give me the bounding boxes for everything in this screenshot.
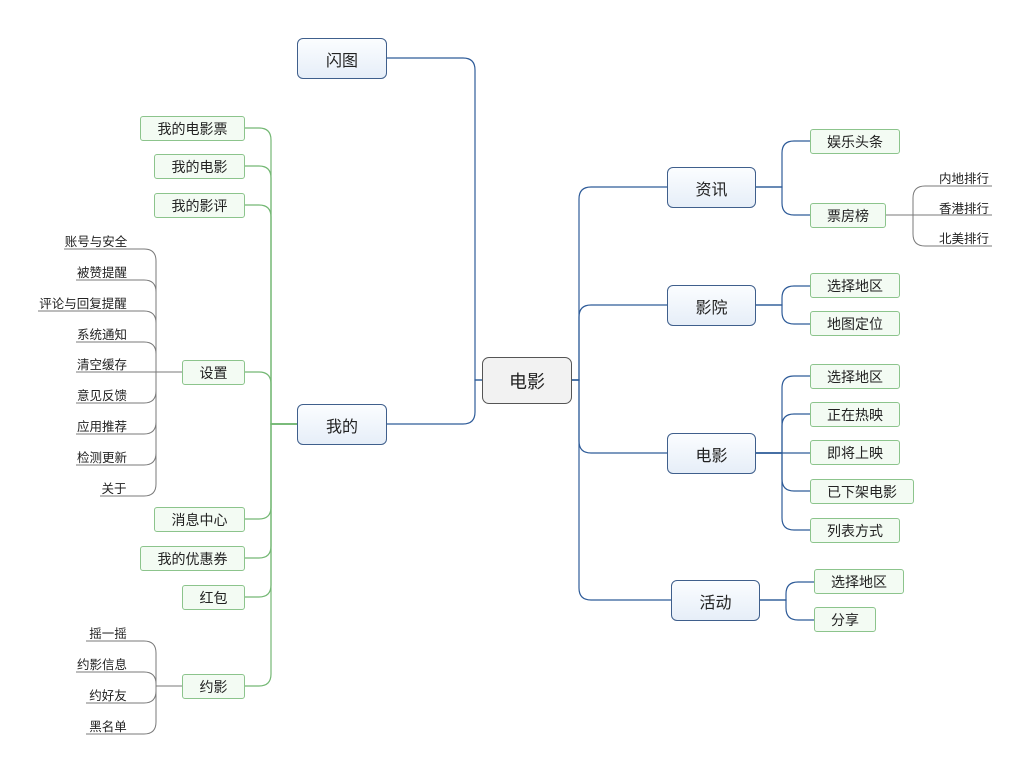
leaf-about[interactable]: 关于 xyxy=(101,481,127,496)
topic-wode[interactable]: 我的 xyxy=(297,404,387,445)
subtopic-yueying[interactable]: 约影 xyxy=(182,674,245,699)
subtopic-list-mode[interactable]: 列表方式 xyxy=(810,518,900,543)
subtopic-box-office[interactable]: 票房榜 xyxy=(810,203,886,228)
subtopic-coming-soon[interactable]: 即将上映 xyxy=(810,440,900,465)
leaf-shake[interactable]: 摇一摇 xyxy=(89,626,127,641)
leaf-mainland-ranking[interactable]: 内地排行 xyxy=(938,171,989,186)
leaf-blacklist[interactable]: 黑名单 xyxy=(89,719,127,734)
leaf-hongkong-ranking[interactable]: 香港排行 xyxy=(938,201,989,216)
leaf-check-update[interactable]: 检测更新 xyxy=(76,450,127,465)
leaf-invite-friend[interactable]: 约好友 xyxy=(89,688,127,703)
subtopic-settings[interactable]: 设置 xyxy=(182,360,245,385)
subtopic-entertainment-headlines[interactable]: 娱乐头条 xyxy=(810,129,900,154)
subtopic-my-movies[interactable]: 我的电影 xyxy=(154,154,245,179)
leaf-account-security[interactable]: 账号与安全 xyxy=(64,234,128,249)
subtopic-movie-select-region[interactable]: 选择地区 xyxy=(810,364,900,389)
topic-yingyuan[interactable]: 影院 xyxy=(667,285,756,326)
topic-huodong[interactable]: 活动 xyxy=(671,580,760,621)
subtopic-messages[interactable]: 消息中心 xyxy=(154,507,245,532)
subtopic-share[interactable]: 分享 xyxy=(814,607,876,632)
topic-dianying[interactable]: 电影 xyxy=(667,433,756,474)
subtopic-coupons[interactable]: 我的优惠券 xyxy=(140,546,245,571)
leaf-app-recommend[interactable]: 应用推荐 xyxy=(76,419,127,434)
leaf-clear-cache[interactable]: 清空缓存 xyxy=(76,357,127,372)
topic-shantu[interactable]: 闪图 xyxy=(297,38,387,79)
subtopic-my-tickets[interactable]: 我的电影票 xyxy=(140,116,245,141)
leaf-comment-reminder[interactable]: 评论与回复提醒 xyxy=(39,296,127,311)
leaf-system-notice[interactable]: 系统通知 xyxy=(76,327,127,342)
subtopic-map-location[interactable]: 地图定位 xyxy=(810,311,900,336)
subtopic-activity-select-region[interactable]: 选择地区 xyxy=(814,569,904,594)
subtopic-redpacket[interactable]: 红包 xyxy=(182,585,245,610)
central-topic[interactable]: 电影 xyxy=(482,357,572,404)
leaf-northamerica-ranking[interactable]: 北美排行 xyxy=(938,231,989,246)
leaf-yueying-info[interactable]: 约影信息 xyxy=(76,657,127,672)
topic-zixun[interactable]: 资讯 xyxy=(667,167,756,208)
subtopic-now-showing[interactable]: 正在热映 xyxy=(810,402,900,427)
subtopic-cinema-select-region[interactable]: 选择地区 xyxy=(810,273,900,298)
subtopic-my-reviews[interactable]: 我的影评 xyxy=(154,193,245,218)
leaf-like-reminder[interactable]: 被赞提醒 xyxy=(76,265,127,280)
leaf-feedback[interactable]: 意见反馈 xyxy=(76,388,127,403)
subtopic-off-shelf-movies[interactable]: 已下架电影 xyxy=(810,479,914,504)
